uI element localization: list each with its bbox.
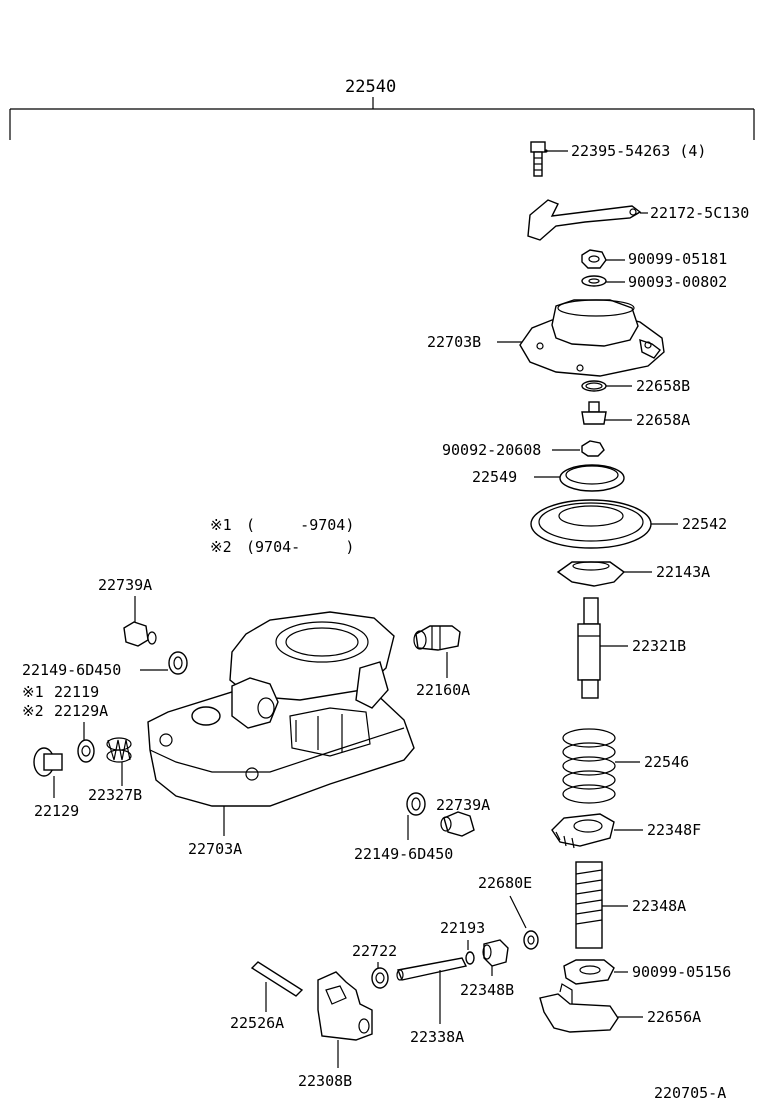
callout-variant-mark-1: ※1 [22, 683, 44, 701]
washer-e-part[interactable] [509, 895, 539, 950]
fitting-part[interactable] [413, 625, 461, 678]
diaphragm-part[interactable] [530, 499, 678, 549]
note-mark-1: ※1 [210, 516, 232, 534]
callout-washer-e[interactable]: 22680E [478, 874, 532, 892]
callout-diaphragm[interactable]: 22542 [682, 515, 727, 533]
callout-plug-right[interactable]: 22739A [436, 796, 490, 814]
callout-snap-ring[interactable]: 22193 [440, 919, 485, 937]
spring-part[interactable] [562, 728, 640, 804]
callout-lever[interactable]: 22656A [647, 1008, 701, 1026]
link-part[interactable] [317, 971, 373, 1068]
callout-body[interactable]: 22703A [188, 840, 242, 858]
figure-code: 220705-A [654, 1084, 726, 1102]
callout-pin[interactable]: 22526A [230, 1014, 284, 1032]
washer-variant-part[interactable] [77, 739, 95, 763]
spring-small-part[interactable] [106, 737, 132, 786]
bushing-part[interactable] [482, 939, 509, 976]
note-text-1: ( -9704) [246, 516, 354, 534]
callout-rod[interactable]: 22321B [632, 637, 686, 655]
callout-nut-top[interactable]: 90099-05181 [628, 250, 727, 268]
callout-screw-shaft[interactable]: 22348A [632, 897, 686, 915]
nut-small-part[interactable] [552, 440, 605, 457]
screw-main-part[interactable] [33, 747, 63, 798]
shaft-part[interactable] [396, 957, 468, 1024]
callout-o-ring[interactable]: 22658B [636, 377, 690, 395]
callout-nut-small[interactable]: 90092-20608 [442, 441, 541, 459]
gear-part[interactable] [551, 813, 643, 849]
washer-top-part[interactable] [581, 275, 625, 287]
callout-bracket[interactable]: 22172-5C130 [650, 204, 749, 222]
callout-adjust-screw[interactable]: 22658A [636, 411, 690, 429]
callout-gear[interactable]: 22348F [647, 821, 701, 839]
screw-shaft-part[interactable] [575, 861, 628, 949]
variant-notes: ※1 ( -9704) ※2 (9704- ) [210, 516, 354, 556]
o-ring-part[interactable] [581, 380, 632, 392]
plug-right-part[interactable] [440, 811, 475, 837]
rod-part[interactable] [577, 597, 628, 699]
callout-shaft[interactable]: 22338A [410, 1028, 464, 1046]
callout-fitting[interactable]: 22160A [416, 681, 470, 699]
callout-washer-top[interactable]: 90093-00802 [628, 273, 727, 291]
assembly-bracket: 22540 [9, 77, 755, 140]
note-text-2: (9704- ) [246, 538, 354, 556]
diaphragm-plate-part[interactable] [556, 561, 652, 587]
body-part[interactable] [147, 611, 415, 836]
gasket-left-part[interactable] [140, 651, 188, 675]
snap-ring-part[interactable] [465, 940, 475, 965]
callout-screw-variant2[interactable]: 22129A [54, 702, 108, 720]
callout-spring[interactable]: 22546 [644, 753, 689, 771]
callout-gasket-right[interactable]: 22149-6D450 [354, 845, 453, 863]
plug-left-part[interactable] [123, 596, 157, 647]
assembly-number[interactable]: 22540 [345, 77, 396, 97]
callout-cover[interactable]: 22703B [427, 333, 481, 351]
callout-gasket-left[interactable]: 22149-6D450 [22, 661, 121, 679]
lever-part[interactable] [539, 983, 643, 1033]
cover-part[interactable] [497, 299, 665, 377]
callout-variant-mark-2: ※2 [22, 702, 44, 720]
callout-diaphragm-plate[interactable]: 22143A [656, 563, 710, 581]
bolt-part[interactable] [530, 141, 568, 177]
retainer-plate-part[interactable] [534, 464, 625, 492]
callout-nut-lower[interactable]: 90099-05156 [632, 963, 731, 981]
bracket-part[interactable] [527, 199, 648, 241]
gasket-right-part[interactable] [406, 792, 426, 840]
callout-retainer-plate[interactable]: 22549 [472, 468, 517, 486]
seal-part[interactable] [371, 962, 389, 989]
note-mark-2: ※2 [210, 538, 232, 556]
callout-bolt[interactable]: 22395-54263 (4) [571, 142, 706, 160]
callout-screw-variant1[interactable]: 22119 [54, 683, 99, 701]
pin-part[interactable] [250, 961, 304, 1012]
nut-top-part[interactable] [581, 249, 625, 269]
callout-seal[interactable]: 22722 [352, 942, 397, 960]
callout-plug-left[interactable]: 22739A [98, 576, 152, 594]
callout-link[interactable]: 22308B [298, 1072, 352, 1090]
adjust-screw-part[interactable] [581, 401, 632, 425]
callout-spring-small[interactable]: 22327B [88, 786, 142, 804]
callout-screw-main[interactable]: 22129 [34, 802, 79, 820]
callout-bushing[interactable]: 22348B [460, 981, 514, 999]
nut-lower-part[interactable] [563, 959, 628, 985]
